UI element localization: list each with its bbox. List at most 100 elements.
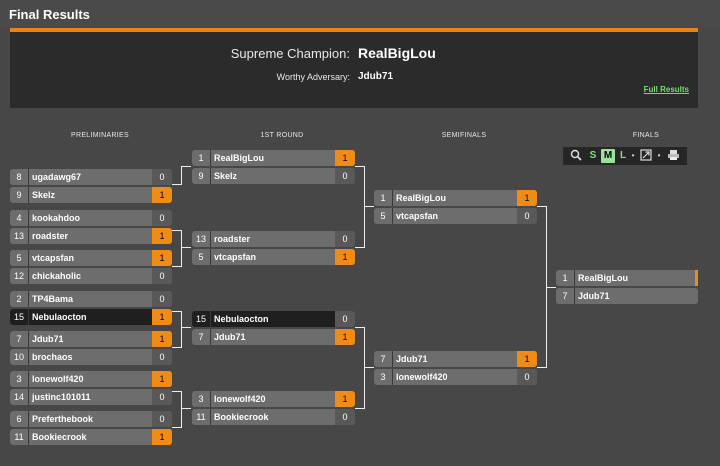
seed-number: 14	[10, 389, 29, 405]
seed-number: 13	[192, 231, 211, 247]
seed-number: 3	[192, 391, 211, 407]
player-name: ugadawg67	[32, 172, 82, 182]
seed-number: 3	[374, 369, 393, 385]
bracket-slot[interactable]: 13 roadster 0	[192, 231, 355, 247]
bracket-slot-highlighted[interactable]: 15 Nebulaocton 0	[192, 311, 355, 327]
seed-number: 7	[10, 331, 29, 347]
bracket-slot-champion[interactable]: 1 RealBigLou	[556, 270, 698, 286]
seed-number: 15	[192, 311, 211, 327]
bracket-slot[interactable]: 7 Jdub71	[556, 288, 698, 304]
size-medium-button[interactable]: M	[601, 149, 615, 163]
player-name: brochaos	[32, 352, 73, 362]
bracket-slot[interactable]: 11 Bookiecrook 0	[192, 409, 355, 425]
bracket-slot[interactable]: 12 chickaholic 0	[10, 268, 172, 284]
bracket-slot[interactable]: 7 Jdub71 1	[192, 329, 355, 345]
round-label-preliminaries: PRELIMINARIES	[71, 132, 129, 139]
bracket-slot[interactable]: 2 TP4Bama 0	[10, 291, 172, 307]
winner-marker	[695, 270, 698, 286]
match-score: 1	[335, 329, 355, 345]
bracket-slot[interactable]: 3 lonewolf420 1	[192, 391, 355, 407]
bracket-slot[interactable]: 11 Bookiecrook 1	[10, 429, 172, 445]
match-score: 1	[152, 187, 172, 203]
size-small-button[interactable]: S	[589, 150, 597, 161]
match-score: 1	[152, 228, 172, 244]
window-title: Final Results	[9, 7, 90, 22]
seed-number: 4	[10, 210, 29, 226]
match-score: 0	[152, 349, 172, 365]
connector-line	[172, 184, 181, 185]
player-name: Bookiecrook	[214, 412, 269, 422]
bracket-slot-highlighted[interactable]: 15 Nebulaocton 1	[10, 309, 172, 325]
match-score: 0	[335, 311, 355, 327]
seed-number: 9	[10, 187, 29, 203]
bracket-slot[interactable]: 7 Jdub71 1	[10, 331, 172, 347]
player-name: roadster	[214, 234, 251, 244]
match-score: 1	[152, 331, 172, 347]
connector-line	[364, 367, 374, 368]
seed-number: 5	[192, 249, 211, 265]
connector-line	[181, 166, 182, 185]
player-name: lonewolf420	[32, 374, 84, 384]
match-score: 0	[152, 291, 172, 307]
seed-number: 11	[192, 409, 211, 425]
connector-line	[172, 266, 181, 267]
bracket-slot[interactable]: 10 brochaos 0	[10, 349, 172, 365]
print-icon[interactable]	[666, 149, 680, 163]
bracket-slot[interactable]: 7 Jdub71 1	[374, 351, 537, 367]
bracket-slot[interactable]: 1 RealBigLou 1	[192, 150, 355, 166]
player-name: Bookiecrook	[32, 432, 87, 442]
player-name: lonewolf420	[396, 372, 448, 382]
bracket-slot[interactable]: 5 vtcapsfan 1	[192, 249, 355, 265]
player-name: TP4Bama	[32, 294, 74, 304]
player-name: roadster	[32, 231, 69, 241]
bracket-slot[interactable]: 3 lonewolf420 1	[10, 371, 172, 387]
fullscreen-icon[interactable]	[639, 149, 653, 163]
seed-number: 11	[10, 429, 29, 445]
bracket-slot[interactable]: 4 kookahdoo 0	[10, 210, 172, 226]
player-name: vtcapsfan	[214, 252, 257, 262]
results-header: Supreme Champion: RealBigLou Worthy Adve…	[10, 28, 698, 108]
seed-number: 13	[10, 228, 29, 244]
bracket-slot[interactable]: 3 lonewolf420 0	[374, 369, 537, 385]
seed-number: 8	[10, 169, 29, 185]
connector-line	[537, 367, 546, 368]
match-score: 1	[335, 150, 355, 166]
seed-number: 5	[10, 250, 29, 266]
connector-line	[172, 427, 181, 428]
match-score: 0	[152, 411, 172, 427]
seed-number: 5	[374, 208, 393, 224]
full-results-link[interactable]: Full Results	[643, 85, 689, 94]
match-score: 1	[152, 309, 172, 325]
seed-number: 1	[192, 150, 211, 166]
bracket-slot[interactable]: 8 ugadawg67 0	[10, 169, 172, 185]
match-score: 1	[335, 391, 355, 407]
connector-line	[181, 311, 182, 348]
title-bar: Final Results	[0, 0, 720, 28]
connector-line	[181, 230, 182, 267]
connector-line	[181, 247, 191, 248]
match-score: 1	[152, 429, 172, 445]
zoom-icon[interactable]	[569, 149, 583, 163]
bracket-slot[interactable]: 5 vtcapsfan 1	[10, 250, 172, 266]
bracket-slot[interactable]: 9 Skelz 1	[10, 187, 172, 203]
round-label-semifinals: SEMIFINALS	[441, 132, 487, 139]
connector-line	[172, 311, 181, 312]
match-score: 1	[517, 190, 537, 206]
player-name: Jdub71	[214, 332, 246, 342]
connector-line	[172, 347, 181, 348]
match-score: 0	[517, 208, 537, 224]
bracket-slot[interactable]: 14 justinc101011 0	[10, 389, 172, 405]
player-name: lonewolf420	[214, 394, 266, 404]
adversary-label: Worthy Adversary:	[276, 72, 350, 82]
match-score: 0	[152, 210, 172, 226]
size-large-button[interactable]: L	[619, 150, 627, 161]
bracket-slot[interactable]: 13 roadster 1	[10, 228, 172, 244]
connector-line	[355, 166, 364, 167]
separator-dot: •	[631, 151, 635, 160]
bracket-slot[interactable]: 9 Skelz 0	[192, 168, 355, 184]
player-name: Skelz	[32, 190, 56, 200]
bracket-slot[interactable]: 6 Preferthebook 0	[10, 411, 172, 427]
bracket-slot[interactable]: 5 vtcapsfan 0	[374, 208, 537, 224]
connector-line	[172, 391, 181, 392]
bracket-slot[interactable]: 1 RealBigLou 1	[374, 190, 537, 206]
